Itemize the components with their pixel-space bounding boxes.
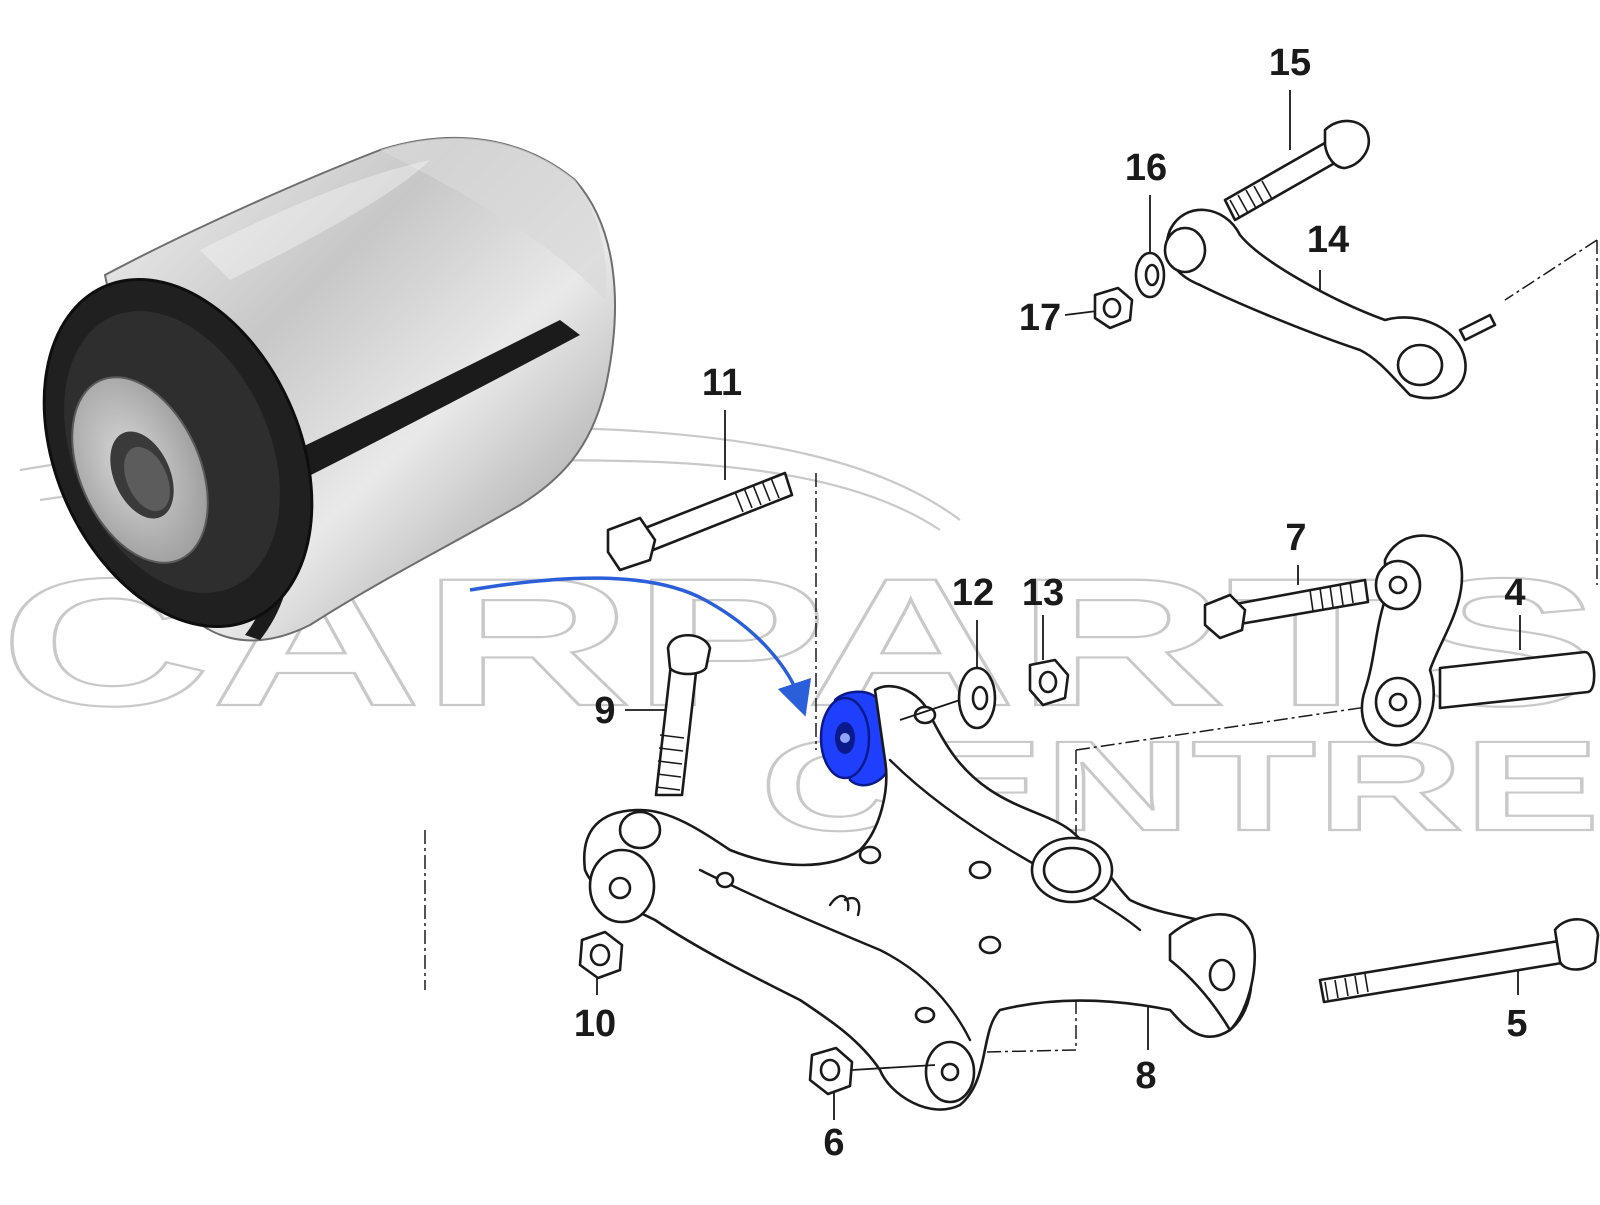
bolt-15 (1223, 119, 1371, 222)
link-4 (1360, 534, 1596, 747)
control-arm-14 (1163, 208, 1497, 400)
callout-9: 9 (594, 690, 615, 732)
bolt-11 (606, 471, 794, 572)
callout-10: 10 (574, 1003, 616, 1045)
bolt-7 (1203, 578, 1370, 640)
callout-6: 6 (823, 1122, 844, 1164)
callout-5: 5 (1506, 1003, 1527, 1045)
exploded-view (424, 90, 1600, 1120)
washer-16 (1134, 251, 1166, 299)
callout-11: 11 (702, 362, 742, 404)
callout-14: 14 (1307, 219, 1349, 261)
callout-12: 12 (952, 572, 994, 614)
callout-8: 8 (1135, 1055, 1156, 1097)
callout-4: 4 (1504, 572, 1525, 614)
lower-arm-8 (582, 684, 1256, 1111)
callout-labels: 15 16 14 17 11 7 12 13 4 9 10 8 5 6 (574, 42, 1528, 1164)
pointer-arrow (469, 576, 812, 717)
callout-13: 13 (1022, 572, 1064, 614)
bolt-5 (1318, 918, 1600, 1004)
nut-10 (578, 930, 624, 980)
nut-17 (1093, 286, 1134, 330)
callout-16: 16 (1125, 147, 1167, 189)
bolt-9 (654, 634, 712, 797)
callout-7: 7 (1285, 517, 1306, 559)
callout-17: 17 (1019, 297, 1061, 339)
callout-15: 15 (1269, 42, 1311, 84)
nut-13 (1028, 658, 1070, 707)
washer-12 (957, 666, 997, 730)
bushing-photo (42, 137, 616, 642)
nut-6 (808, 1046, 854, 1096)
